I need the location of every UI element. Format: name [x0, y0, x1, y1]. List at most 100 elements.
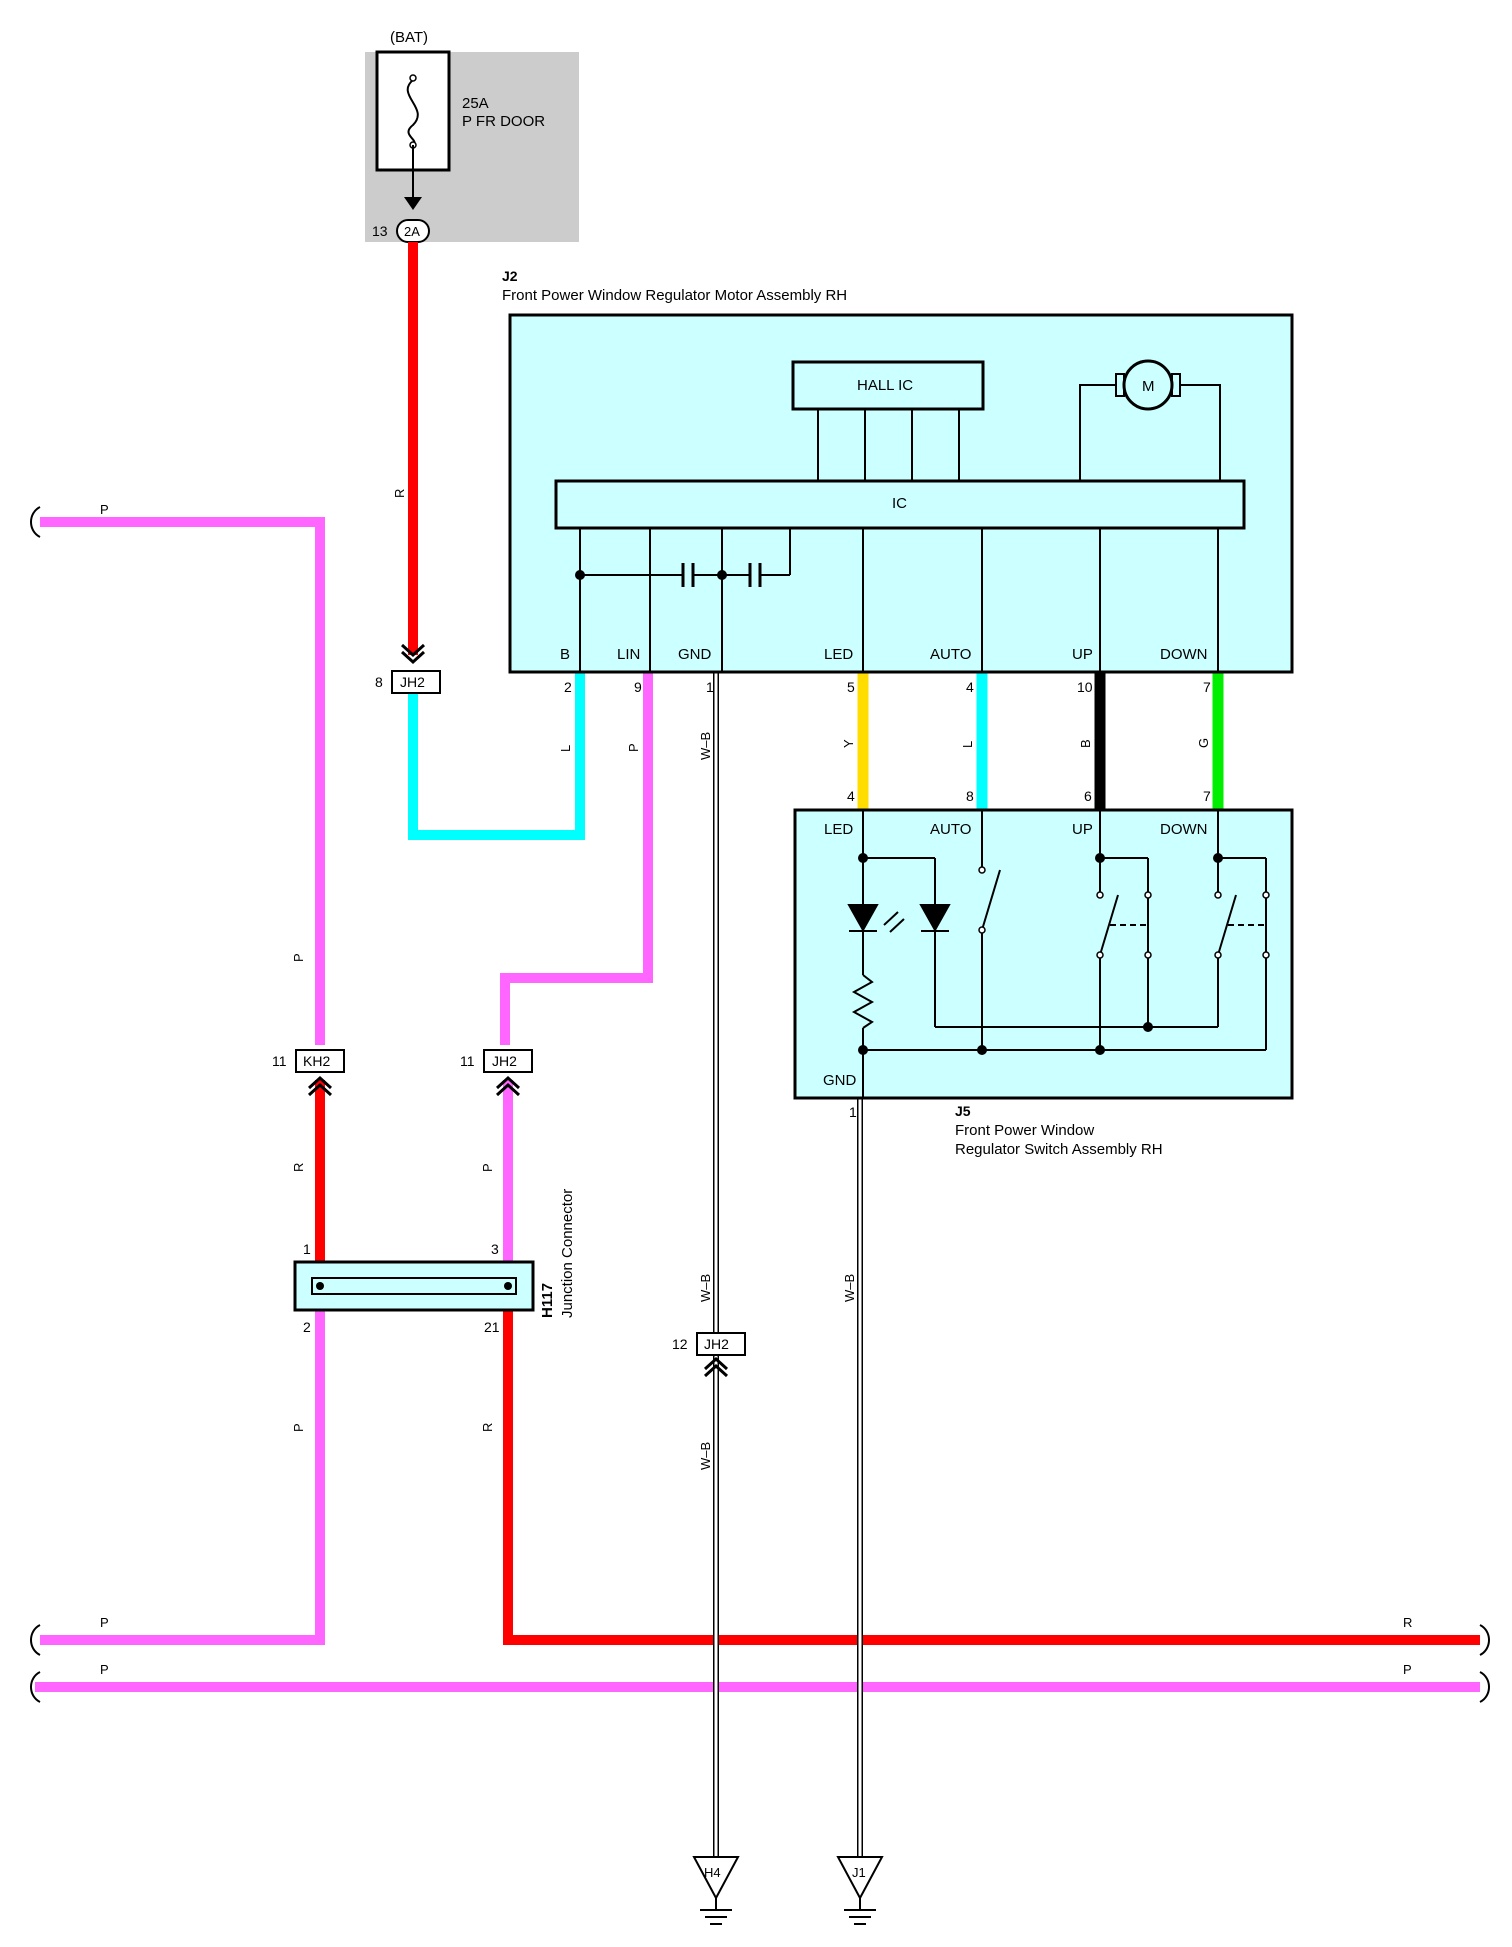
- connector-chevron-icon: [495, 1075, 521, 1097]
- switch-gnd-label: GND: [823, 1072, 857, 1089]
- motor-pin-down: 7: [1203, 679, 1211, 695]
- wire-code-wb-3: W–B: [698, 1442, 713, 1470]
- terminal-down: DOWN: [1160, 646, 1208, 663]
- junction-id: H117: [539, 1283, 556, 1318]
- switch-title-line1: Front Power Window: [955, 1122, 1094, 1139]
- junction-pin-21: 21: [484, 1319, 500, 1335]
- ic-box: [554, 479, 1246, 530]
- terminal-up: UP: [1072, 646, 1093, 663]
- wire-pink-junction-out: [40, 1310, 325, 1645]
- wire-break-icon: [30, 1624, 41, 1656]
- motor-icon: [1122, 359, 1174, 411]
- motor-id: J2: [502, 268, 518, 284]
- ground-j1: J1: [836, 1856, 884, 1925]
- fuse-rating: 25A: [462, 95, 489, 112]
- motor-pin-led: 5: [847, 679, 855, 695]
- wire-code-l-2: L: [960, 741, 975, 748]
- wire-code-p-bottom-right: P: [1403, 1662, 1412, 1677]
- switch-pin-led: 4: [847, 788, 855, 804]
- switch-terminal-up: UP: [1072, 821, 1093, 838]
- fuse-pin: 13: [372, 223, 388, 239]
- wire-code-p-jh2: P: [480, 1163, 495, 1172]
- motor-pin-lin: 9: [634, 679, 642, 695]
- wire-code-g: G: [1196, 738, 1211, 748]
- wire-code-p-bottom-left: P: [100, 1615, 109, 1630]
- connector-chevron-icon: [400, 643, 426, 665]
- switch-junction-dots: [858, 853, 1223, 1055]
- motor-pin-gnd: 1: [706, 679, 714, 695]
- terminal-gnd: GND: [678, 646, 712, 663]
- connector-jh2-pin11-label: JH2: [492, 1053, 517, 1069]
- motor-pin-auto: 4: [966, 679, 974, 695]
- wire-code-p-lin: P: [626, 743, 641, 752]
- connector-jh2-pin12-number: 12: [672, 1336, 688, 1352]
- switch-terminal-led: LED: [824, 821, 853, 838]
- switch-pin-up: 6: [1084, 788, 1092, 804]
- wire-code-p-top: P: [100, 502, 109, 517]
- hall-ic-label: HALL IC: [857, 377, 913, 394]
- wire-break-icon: [30, 506, 41, 538]
- wire-code-l-1: L: [558, 745, 573, 752]
- junction-pin-2: 2: [303, 1319, 311, 1335]
- connector-chevron-icon: [703, 1356, 729, 1378]
- wire-pink-left: [40, 517, 325, 1045]
- wire-code-r-1: R: [392, 489, 407, 498]
- wire-code-p-left: P: [291, 953, 306, 962]
- ground-h4-label: H4: [704, 1865, 721, 1880]
- ground-j1-label: J1: [852, 1865, 866, 1880]
- connector-jh2-pin12: [696, 1332, 746, 1356]
- wire-code-r-bottom-right: R: [1403, 1615, 1412, 1630]
- connector-kh2: [295, 1049, 345, 1073]
- wire-code-b: B: [1078, 739, 1093, 748]
- wire-code-wb-4: W–B: [842, 1274, 857, 1302]
- wire-code-wb-2: W–B: [698, 1274, 713, 1302]
- motor-pin-b: 2: [564, 679, 572, 695]
- switch-internal-circuit: [847, 810, 1267, 1098]
- switch-terminal-down: DOWN: [1160, 821, 1208, 838]
- switch-terminal-auto: AUTO: [930, 821, 971, 838]
- connector-kh2-label: KH2: [303, 1053, 330, 1069]
- motor-title: Front Power Window Regulator Motor Assem…: [502, 287, 847, 304]
- ground-h4: H4: [692, 1856, 740, 1925]
- junction-pin-3: 3: [491, 1241, 499, 1257]
- ic-label: IC: [892, 495, 907, 512]
- battery-label: (BAT): [390, 29, 428, 46]
- motor-symbol-label: M: [1142, 378, 1155, 395]
- wire-blue-b: [408, 672, 585, 840]
- wire-code-wb-1: W–B: [698, 732, 713, 760]
- fuse-name: P FR DOOR: [462, 113, 545, 130]
- terminal-b: B: [560, 646, 570, 663]
- switch-pin-auto: 8: [966, 788, 974, 804]
- junction-name: Junction Connector: [559, 1189, 576, 1318]
- terminal-lin: LIN: [617, 646, 640, 663]
- terminal-auto: AUTO: [930, 646, 971, 663]
- switch-id: J5: [955, 1103, 971, 1119]
- connector-chevron-icon: [307, 1075, 333, 1097]
- connector-jh2-pin12-label: JH2: [704, 1336, 729, 1352]
- connector-jh2-pin8-number: 8: [375, 674, 383, 690]
- wire-code-r-kh2: R: [291, 1163, 306, 1172]
- motor-pin-up: 10: [1077, 679, 1093, 695]
- connector-jh2-pin11-number: 11: [460, 1053, 475, 1069]
- wire-code-y: Y: [841, 739, 856, 748]
- fuse-arrow-icon: [404, 197, 422, 210]
- connector-jh2-pin11: [483, 1049, 533, 1073]
- junction-pin-1: 1: [303, 1241, 311, 1257]
- connector-jh2-pin8-label: JH2: [400, 674, 425, 690]
- hall-ic-box: [791, 360, 985, 411]
- wire-code-r-j21: R: [480, 1423, 495, 1432]
- connector-kh2-number: 11: [272, 1053, 287, 1069]
- wire-code-p-bottom-left-2: P: [100, 1662, 109, 1677]
- switch-pin-down: 7: [1203, 788, 1211, 804]
- fuse-link-icon: [406, 79, 419, 146]
- wire-code-p-j2: P: [291, 1423, 306, 1432]
- switch-gnd-pin: 1: [849, 1104, 857, 1120]
- connector-jh2-pin8: [391, 670, 441, 694]
- wire-pink-lin: [500, 672, 653, 1045]
- wire-red-junction-out: [503, 1310, 1480, 1645]
- wire-break-icon: [1479, 1671, 1490, 1703]
- wire-break-icon: [30, 1671, 41, 1703]
- fuse-connector-label: 2A: [404, 224, 420, 239]
- junction-connector-box: [293, 1260, 535, 1312]
